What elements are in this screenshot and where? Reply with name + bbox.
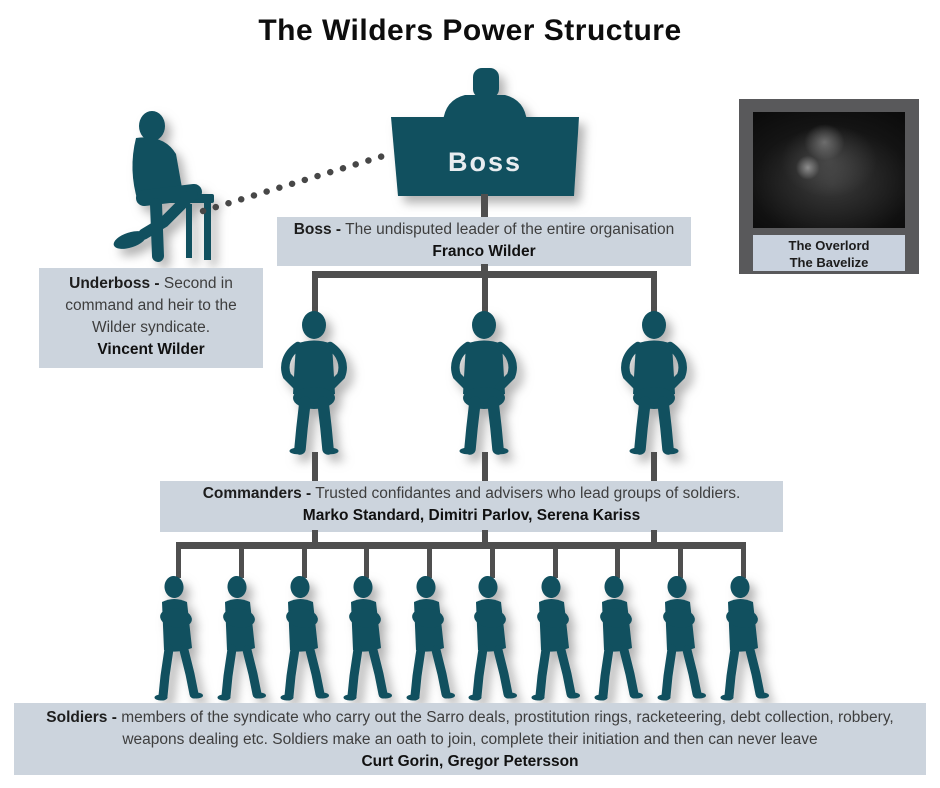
commanders-names: Marko Standard, Dimitri Parlov, Serena K…	[302, 507, 641, 524]
connector-drop	[651, 530, 657, 543]
soldier-figure-icon	[406, 576, 455, 701]
soldier-figure-icon	[154, 576, 203, 701]
connector-commander-drops	[312, 278, 657, 312]
seated-underboss-icon	[113, 111, 214, 262]
overlord-frame: The Overlord The Bavelize	[739, 99, 919, 274]
connector-commanders-bar	[312, 271, 657, 278]
commanders-description: Trusted confidantes and advisers who lea…	[315, 485, 741, 502]
connector-drop	[651, 452, 657, 481]
boss-podium	[391, 117, 579, 196]
connector-drop	[238, 549, 244, 578]
connector-drop	[615, 549, 621, 578]
boss-infobox: Boss - The undisputed leader of the enti…	[277, 217, 691, 266]
connector-bossbox-vertical	[481, 264, 488, 273]
connector-commanderbox-drops	[312, 530, 657, 543]
connector-drop	[364, 549, 370, 578]
connector-drop	[427, 549, 433, 578]
soldier-figure-icon	[343, 576, 392, 701]
chair-leg	[204, 200, 211, 260]
commanders-row	[272, 310, 696, 456]
underboss-leg	[150, 198, 164, 262]
connector-drop	[651, 278, 657, 312]
soldier-figure-icon	[280, 576, 329, 701]
overlord-label: The Overlord The Bavelize	[753, 235, 905, 271]
boss-podium-label: Boss	[448, 147, 522, 177]
soldier-figure-icon	[720, 576, 769, 701]
connector-drop	[312, 530, 318, 543]
connector-drop	[481, 530, 488, 543]
underboss-description: Second in command and heir to the Wilder…	[65, 275, 237, 336]
connector-drop	[312, 278, 318, 312]
connector-soldiers-bar	[176, 542, 746, 549]
commander-figure-icon	[621, 311, 687, 455]
connector-boss-vertical	[481, 194, 488, 218]
overlord-photo	[753, 112, 905, 228]
boss-description: The undisputed leader of the entire orga…	[345, 221, 675, 238]
soldiers-description-line: Soldiers - members of the syndicate who …	[28, 707, 912, 751]
dotted-connector	[199, 149, 397, 215]
commanders-description-line: Commanders - Trusted confidantes and adv…	[160, 483, 783, 505]
page-title: The Wilders Power Structure	[258, 14, 682, 47]
connector-drop	[678, 549, 684, 578]
overlord-title: The Overlord	[788, 238, 870, 253]
boss-description-line: Boss - The undisputed leader of the enti…	[277, 219, 691, 241]
soldiers-row	[149, 576, 773, 701]
connector-drop	[312, 452, 318, 481]
connector-commander-feet	[312, 452, 657, 481]
soldier-figure-icon	[468, 576, 518, 701]
chair-leg	[186, 204, 192, 258]
boss-podium-icon: Boss	[391, 68, 579, 196]
connector-drop	[740, 549, 746, 578]
soldiers-names: Curt Gorin, Gregor Petersson	[361, 753, 579, 770]
connector-drop	[301, 549, 307, 578]
underboss-role-label: Underboss -	[69, 275, 160, 292]
soldier-figure-icon	[657, 576, 706, 701]
boss-head	[473, 68, 499, 98]
underboss-head	[139, 111, 165, 141]
connector-drop	[176, 549, 181, 578]
underboss-shoe	[113, 231, 147, 249]
soldiers-infobox: Soldiers - members of the syndicate who …	[14, 703, 926, 775]
underboss-infobox: Underboss - Second in command and heir t…	[39, 268, 263, 368]
soldier-figure-icon	[217, 576, 266, 701]
soldier-figure-icon	[531, 576, 581, 701]
soldiers-role-label: Soldiers -	[46, 709, 117, 726]
underboss-crossed-leg	[138, 188, 198, 240]
soldiers-description: members of the syndicate who carry out t…	[121, 709, 894, 748]
boss-role-label: Boss -	[293, 221, 342, 238]
overlord-subtitle: The Bavelize	[789, 255, 869, 270]
soldier-figure-icon	[594, 576, 644, 701]
commander-figure-icon	[451, 311, 517, 455]
boss-name: Franco Wilder	[432, 243, 536, 260]
underboss-description-line: Underboss - Second in command and heir t…	[45, 273, 257, 339]
connector-drop	[489, 549, 495, 578]
connector-drop	[481, 452, 488, 481]
underboss-torso	[132, 137, 182, 202]
connector-drop	[481, 278, 488, 312]
commanders-role-label: Commanders -	[202, 485, 312, 502]
connector-soldier-drops	[176, 549, 746, 578]
underboss-name: Vincent Wilder	[97, 341, 205, 358]
commanders-infobox: Commanders - Trusted confidantes and adv…	[160, 481, 783, 532]
connector-drop	[552, 549, 558, 578]
commander-figure-icon	[281, 311, 347, 455]
